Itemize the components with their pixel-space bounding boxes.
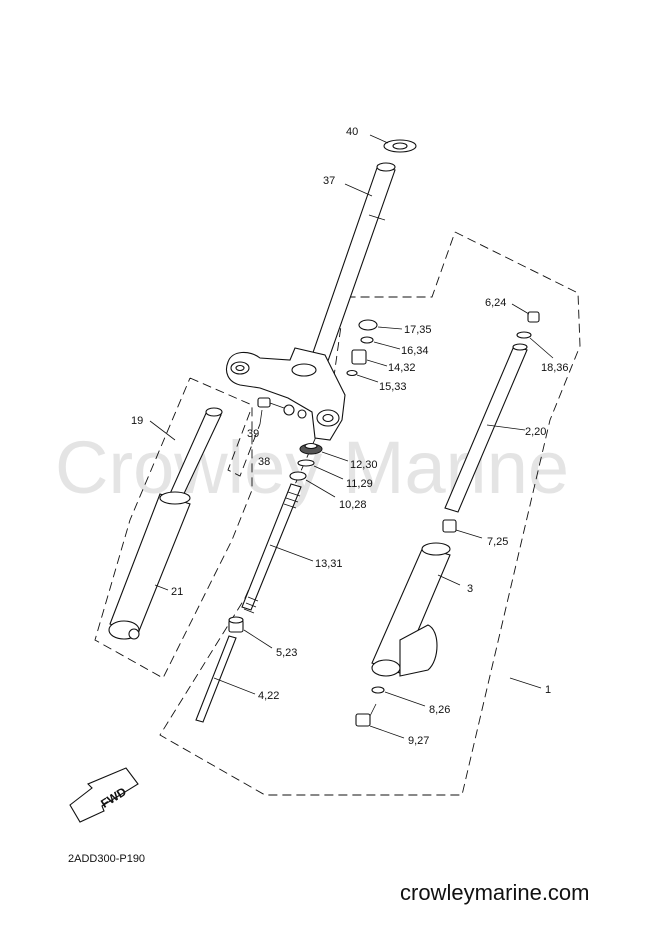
callout-15-33: 15,33 (379, 381, 407, 393)
part-40-nut (369, 134, 417, 153)
part-9-27-bolt (355, 703, 405, 739)
part-15-33-clip (346, 369, 379, 383)
callout-4-22: 4,22 (258, 690, 279, 702)
part-7-25-bushing (442, 519, 483, 539)
callout-11-29: 11,29 (346, 478, 373, 490)
callout-13-31: 13,31 (315, 558, 343, 570)
part-5-23-spacer (228, 616, 273, 649)
callout-38: 38 (258, 456, 270, 468)
callout-12-30: 12,30 (350, 459, 378, 471)
part-39-bolt (257, 397, 307, 425)
part-12-30-oil-seal (299, 442, 349, 462)
callout-6-24: 6,24 (485, 297, 506, 309)
diagram-code: 2ADD300-P190 (68, 853, 145, 865)
callout-16-34: 16,34 (401, 345, 429, 357)
website-label: crowleymarine.com (400, 880, 590, 905)
callout-19: 19 (131, 415, 143, 427)
callout-5-23: 5,23 (276, 647, 297, 659)
callout-7-25: 7,25 (487, 536, 508, 548)
callout-2-20: 2,20 (525, 426, 546, 438)
part-16-34-ring (360, 336, 401, 350)
callout-14-32: 14,32 (388, 362, 416, 374)
part-14-32-spacer (351, 349, 388, 367)
part-6-24-cap-bolt (511, 303, 540, 323)
part-4-22-damper-rod (195, 635, 256, 723)
callout-8-26: 8,26 (429, 704, 450, 716)
part-11-29-circlip (297, 459, 344, 480)
callout-39: 39 (247, 428, 259, 440)
callout-1: 1 (545, 684, 551, 696)
left-fork-outline-19 (94, 377, 253, 679)
watermark: Crowley Marine (55, 426, 569, 509)
part-1-leader (509, 677, 542, 689)
bracket-hardware-outline (227, 411, 261, 477)
callout-3: 3 (467, 583, 473, 595)
under-bracket (225, 347, 346, 441)
part-8-26-gasket (371, 686, 426, 707)
callout-37: 37 (323, 175, 335, 187)
part-18-36-o-ring (516, 331, 554, 359)
callout-40: 40 (346, 126, 358, 138)
part-3-right-outer-tube (371, 542, 461, 677)
callout-17-35: 17,35 (404, 324, 432, 336)
part-17-35-cap (358, 319, 403, 331)
callout-21: 21 (171, 586, 183, 598)
part-2-20-inner-tube (444, 343, 528, 513)
callout-18-36: 18,36 (541, 362, 569, 374)
part-21-left-outer-tube (108, 407, 223, 640)
part-10-28-collar (289, 471, 336, 498)
assembly-outline-1 (159, 231, 581, 796)
fwd-arrow-icon: FWD (69, 767, 139, 823)
part-13-31-fork-spring (241, 483, 314, 614)
callout-10-28: 10,28 (339, 499, 367, 511)
callout-9-27: 9,27 (408, 735, 429, 747)
